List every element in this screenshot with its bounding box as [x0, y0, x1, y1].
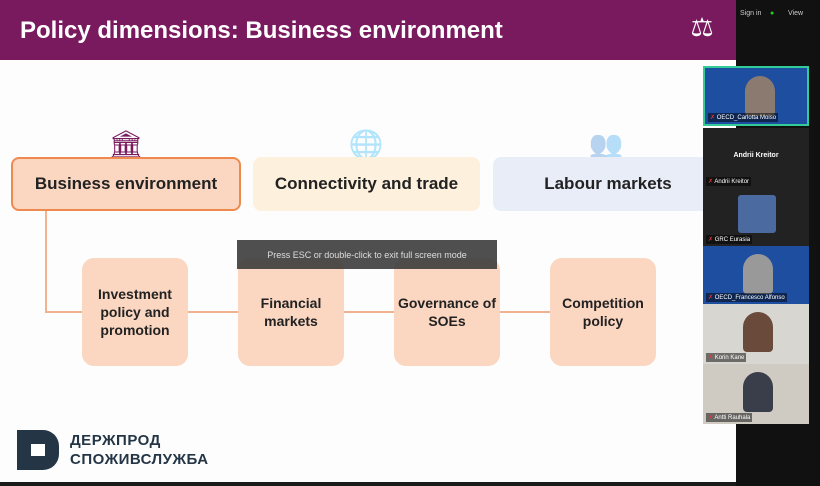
subdimension-competition: Competition policy — [550, 258, 656, 366]
bank-people-icon: ⚖ — [690, 12, 714, 42]
logo-mark — [17, 430, 59, 470]
subdimension-governance-soes: Governance of SOEs — [394, 258, 500, 366]
participant-name: GRC Eurasia — [706, 235, 753, 244]
globe-icon: 🌐 — [348, 129, 384, 160]
video-tile[interactable]: Antti Rauhala — [703, 364, 809, 424]
dimension-labour-markets: Labour markets — [493, 157, 723, 211]
subdimension-investment: Investment policy and promotion — [82, 258, 188, 366]
sign-in-button[interactable]: Sign in — [740, 10, 762, 17]
bank-people-icon: 🏛 — [108, 129, 144, 160]
dimension-connectivity-trade: Connectivity and trade — [253, 157, 480, 211]
video-tile[interactable]: OECD_Francesco Alfonso — [703, 246, 809, 304]
slide-title: Policy dimensions: Business environment — [20, 17, 503, 44]
video-tile[interactable]: Andrii Kreitor Andrii Kreitor — [703, 128, 809, 188]
slide-header: Policy dimensions: Business environment … — [0, 0, 736, 60]
hand-people-icon: 👥 — [588, 129, 624, 160]
subdimension-financial-markets: Financial markets — [238, 258, 344, 366]
participant-name: Korin Kane — [706, 353, 747, 362]
fullscreen-toast: Press ESC or double-click to exit full s… — [237, 240, 497, 269]
connector-line — [45, 211, 47, 312]
dimension-business-environment: Business environment — [11, 157, 241, 211]
participant-name: Antti Rauhala — [706, 413, 753, 422]
participant-name: OECD_Carlotta Moiso — [708, 113, 779, 122]
logo-line2: СПОЖИВСЛУЖБА — [70, 451, 209, 468]
video-tile[interactable]: OECD_Carlotta Moiso — [703, 66, 809, 126]
video-tile[interactable]: GRC Eurasia — [703, 188, 809, 246]
video-tile[interactable]: Korin Kane — [703, 304, 809, 364]
shield-check-icon: ● — [770, 10, 775, 17]
view-button[interactable]: View — [788, 10, 804, 17]
participant-name: OECD_Francesco Alfonso — [706, 293, 787, 302]
participant-name: Andrii Kreitor — [706, 177, 752, 186]
presentation-slide: Policy dimensions: Business environment … — [0, 0, 736, 482]
speaker-name: Andrii Kreitor — [733, 152, 779, 159]
logo-line1: ДЕРЖПРОД — [70, 432, 161, 449]
